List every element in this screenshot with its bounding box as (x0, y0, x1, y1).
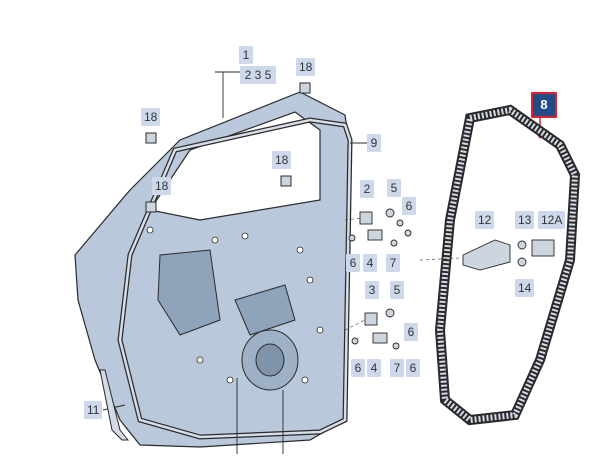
callout-18-frame: 18 (272, 151, 292, 169)
trim-strip (99, 369, 130, 441)
callout-7-upper: 7 (386, 254, 400, 272)
callout-6-lower-right: 6 (404, 323, 418, 341)
callout-5-lower: 5 (390, 281, 404, 299)
callout-18-top: 18 (296, 58, 316, 76)
door-opening-mid (234, 284, 296, 336)
callout-18-left: 18 (141, 108, 161, 126)
callout-6-lower-left: 6 (351, 359, 365, 377)
callout-18-lower: 18 (152, 177, 172, 195)
callout-5-upper: 5 (387, 179, 401, 197)
callout-6-upper-left: 6 (346, 254, 360, 272)
door-check (462, 239, 555, 271)
door-seal (434, 104, 581, 426)
callout-6-upper-right: 6 (402, 197, 416, 215)
callout-14: 14 (515, 279, 535, 297)
callout-9: 9 (367, 134, 381, 152)
door-holes (146, 226, 324, 384)
callout-3: 3 (365, 281, 379, 299)
door-opening-left (157, 249, 221, 336)
callout-1: 1 (239, 46, 253, 64)
callout-8-highlighted[interactable]: 8 (531, 92, 557, 118)
callout-4-lower: 4 (367, 359, 381, 377)
callout-12: 12 (475, 211, 495, 229)
callout-12a: 12A (538, 211, 566, 229)
callout-2-3-5: 2 3 5 (240, 66, 276, 84)
callout-13: 13 (515, 211, 535, 229)
callout-7-lower: 7 (390, 359, 404, 377)
door-inner-frame (149, 111, 321, 221)
callout-4-upper: 4 (363, 254, 377, 272)
callout-6-lower-far: 6 (406, 359, 420, 377)
callout-2: 2 (360, 180, 374, 198)
hinge-upper (348, 208, 412, 247)
callout-11: 11 (84, 401, 103, 419)
